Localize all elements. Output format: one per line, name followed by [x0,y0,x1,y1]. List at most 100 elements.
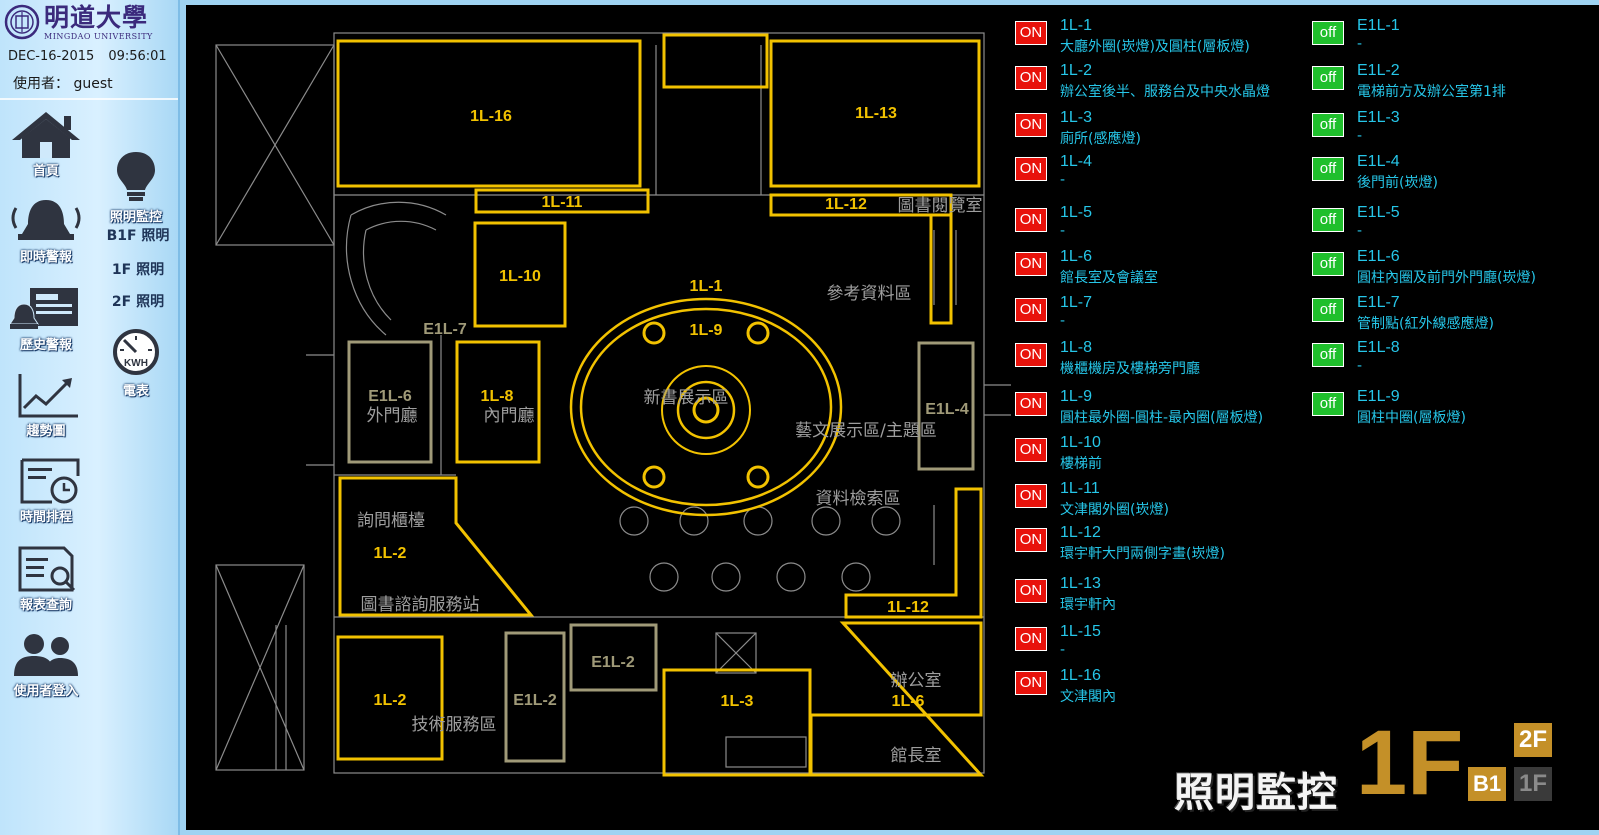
lighting-toggle-button[interactable]: ON [1015,113,1047,137]
lamp-label: 1L-6 [892,693,925,710]
lighting-toggle-button[interactable]: ON [1015,484,1047,508]
nav-lighting-2f[interactable]: 2F 照明 [111,294,165,310]
lighting-circuit-description: 辦公室後半、服務台及中央水晶燈 [1060,84,1270,100]
lamp-label: 1L-2 [374,545,407,562]
lighting-circuit-description: - [1357,36,1363,52]
lighting-toggle-button[interactable]: off [1312,21,1344,45]
lighting-circuit-description: 環宇軒大門兩側字畫(崁燈) [1060,546,1225,562]
main-panel: 1L-16 1L-13 1L-11 1L-12 1L-10 1L-1 1L-9 … [186,5,1599,830]
nav-home[interactable]: 首頁 [2,108,90,179]
lighting-circuit-code: E1L-6 [1357,248,1400,265]
nav-power-meter[interactable]: KWH 電表 [94,328,178,399]
lighting-circuit-code: E1L-3 [1357,109,1400,126]
history-alarm-icon [9,288,78,329]
lighting-toggle-button[interactable]: ON [1015,528,1047,552]
lighting-circuit-description: 圓柱最外圈-圓柱-最內圈(層板燈) [1060,410,1264,426]
lighting-circuit-code: E1L-9 [1357,388,1400,405]
nav-lighting-1f[interactable]: 1F 照明 [111,262,165,278]
lamp-zone-1l-6 [809,621,985,777]
lighting-circuit-description: 文津閣內 [1060,689,1116,705]
nav-report-query[interactable]: 報表查詢 [2,544,90,613]
nav-realtime-alarm-label: 即時警報 [19,250,72,265]
lighting-circuit-description: - [1060,642,1066,658]
floor-1f-button[interactable]: 1F [1514,767,1552,801]
lighting-toggle-button[interactable]: off [1312,208,1344,232]
lighting-toggle-button[interactable]: off [1312,343,1344,367]
lighting-toggle-button[interactable]: off [1312,113,1344,137]
lighting-toggle-button[interactable]: ON [1015,438,1047,462]
nav-user-login[interactable]: 使用者登入 [2,630,90,699]
lighting-circuit-code: 1L-1 [1060,17,1093,34]
lamp-zone-e1l-6 [347,340,433,464]
room-label: 內門廳 [484,406,535,426]
nav-trend-chart[interactable]: 趨勢圖 [2,370,90,439]
floor-2f-button[interactable]: 2F [1514,723,1552,757]
lamp-zone-e1l-4 [917,341,975,471]
floor-b1-button[interactable]: B1 [1468,767,1506,801]
lamp-zone-1l-1-outer [569,297,843,517]
lighting-toggle-button[interactable]: off [1312,66,1344,90]
room-label: 藝文展示區/主題區 [795,421,937,441]
current-time: 09:56:01 [108,49,167,64]
lamp-zone-1l-2-tech [336,635,444,761]
lighting-toggle-button[interactable]: ON [1015,21,1047,45]
lamp-label: 1L-1 [690,278,723,295]
room-label: 外門廳 [367,406,418,426]
nav-lighting-b1f[interactable]: B1F 照明 [106,228,170,244]
nav-realtime-alarm[interactable]: 即時警報 [2,196,90,265]
lighting-circuit-description: 環宇軒內 [1060,597,1116,613]
logo-english-name: MINGDAO UNIVERSITY [44,32,153,41]
kwh-text: KWH [124,358,148,369]
lamp-zone-1l-2-counter [338,476,535,617]
nav-lighting-monitor[interactable]: 照明監控 [94,150,178,225]
lighting-toggle-button[interactable]: off [1312,252,1344,276]
room-label: 辦公室 [891,671,942,691]
lighting-toggle-button[interactable]: ON [1015,252,1047,276]
lighting-toggle-button[interactable]: ON [1015,157,1047,181]
lighting-toggle-button[interactable]: ON [1015,671,1047,695]
lamp-zone-1l-8 [455,340,541,464]
lighting-toggle-button[interactable]: ON [1015,579,1047,603]
lighting-circuit-code: E1L-2 [1357,62,1400,79]
nav-schedule[interactable]: 時間排程 [2,456,90,525]
lighting-circuit-description: - [1060,172,1066,188]
lighting-circuit-code: E1L-8 [1357,339,1400,356]
lighting-circuit-description: 廁所(感應燈) [1060,131,1141,147]
lighting-circuit-description: 機櫃機房及樓梯旁門廳 [1060,361,1200,377]
lighting-circuit-code: 1L-16 [1060,667,1101,684]
nav-lighting-monitor-label: 照明監控 [109,210,162,225]
lamp-label: 1L-12 [887,599,929,616]
lighting-toggle-button[interactable]: off [1312,157,1344,181]
lighting-circuit-code: 1L-10 [1060,434,1101,451]
lighting-toggle-button[interactable]: ON [1015,66,1047,90]
lighting-circuit-code: 1L-9 [1060,388,1093,405]
light-bulb-icon [117,152,155,201]
lighting-circuit-code: 1L-13 [1060,575,1101,592]
lighting-toggle-button[interactable]: ON [1015,298,1047,322]
lamp-zone-1l-13 [769,39,981,188]
trend-chart-icon [18,374,78,418]
current-floor-indicator: 1F [1356,712,1464,814]
lighting-toggle-button[interactable]: ON [1015,208,1047,232]
lighting-circuit-description: - [1357,223,1363,239]
nav-history-alarm[interactable]: 歷史警報 [2,284,90,353]
lighting-toggle-button[interactable]: ON [1015,392,1047,416]
lamp-label: 1L-16 [470,108,512,125]
lighting-toggle-button[interactable]: off [1312,392,1344,416]
lamp-zone-e1l-2-a [569,623,658,692]
lamp-zone-1l-11 [474,188,650,214]
lighting-toggle-button[interactable]: ON [1015,343,1047,367]
lighting-toggle-button[interactable]: ON [1015,627,1047,651]
lamp-zone-1l-12-bottom [844,487,983,619]
room-label: 技術服務區 [412,715,497,735]
lighting-toggle-button[interactable]: off [1312,298,1344,322]
